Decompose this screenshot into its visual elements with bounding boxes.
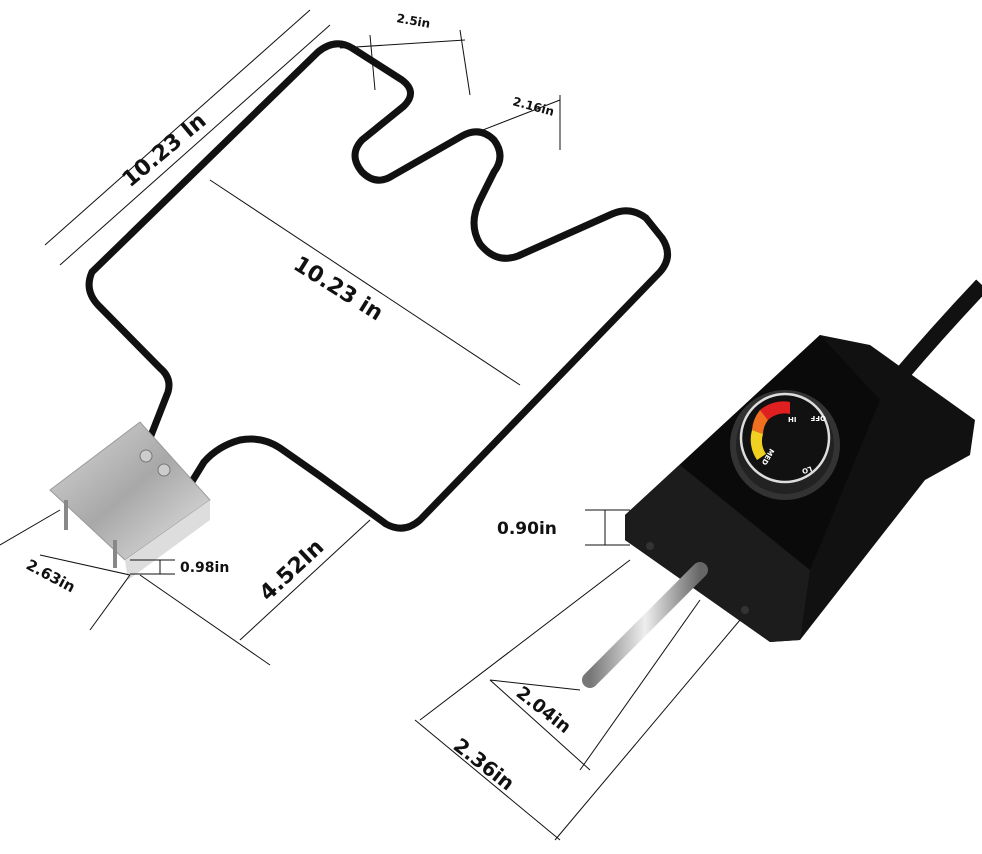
dim-terminal-length: 4.52In <box>255 535 329 607</box>
dial-label-off: OFF <box>810 414 826 422</box>
heating-element-coil <box>85 40 671 532</box>
dim-bend-width-2: 2.16in <box>511 94 555 118</box>
dial-label-hi: HI <box>788 416 796 424</box>
dim-bend-width-1: 2.5in <box>395 11 431 31</box>
dial-label-lo: LO <box>801 464 813 475</box>
dimension-lines <box>0 9 741 841</box>
dim-terminal-pin-offset: 0.98in <box>180 560 229 576</box>
dim-plug-thickness: 0.90in <box>497 519 557 539</box>
temperature-controller: HI OFF LO MED <box>582 335 975 688</box>
terminal-block <box>49 421 211 580</box>
temperature-probe <box>582 562 708 688</box>
dim-coil-diagonal: 10.23 In <box>118 108 212 192</box>
dim-probe-length: 2.04in <box>512 682 575 738</box>
dim-plug-total-length: 2.36in <box>449 733 519 795</box>
dim-coil-length: 10.23 in <box>289 252 387 326</box>
